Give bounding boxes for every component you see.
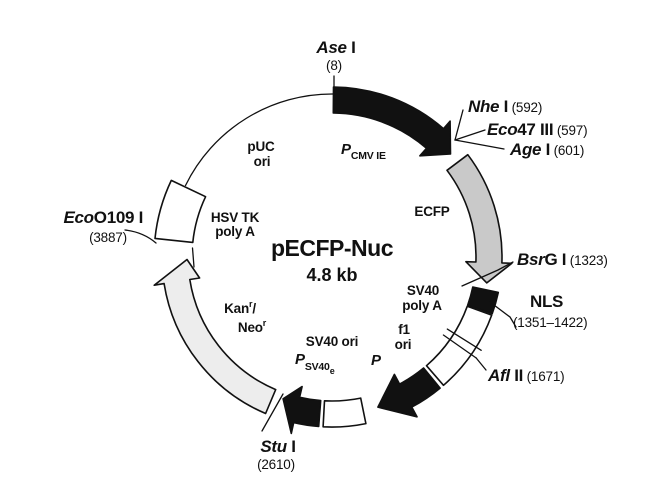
afl2-tick-line-2	[442, 334, 477, 359]
ase1-site-position: (8)	[326, 58, 342, 73]
bsrg1-leader-line	[461, 261, 514, 287]
sv40-polya-label-line2: poly A	[402, 298, 442, 313]
kan-neo-label-line1: Kanr/	[224, 299, 256, 316]
p-promoter-label: P	[371, 352, 382, 369]
psv40e-promoter-arrow	[282, 385, 322, 435]
eco47-leader-line	[454, 129, 486, 141]
kan-neo-gene-arrow	[153, 258, 277, 415]
age1-site-label: Age I (601)	[509, 140, 584, 159]
pcmv-promoter-label: PCMV IE	[341, 141, 386, 162]
nls-leader-line	[489, 301, 517, 328]
eco47-site-label: Eco47 III (597)	[487, 120, 587, 139]
eco0109-site-label: EcoO109 I	[63, 208, 143, 227]
sv40-ori-label: SV40 ori	[306, 334, 358, 349]
p-promoter-arrow	[377, 367, 441, 418]
map-title: pECFP-Nuc	[271, 235, 394, 261]
hsvtk-polya-label-line1: HSV TK	[211, 210, 260, 225]
afl2-tick-line-1	[446, 328, 482, 351]
hsvtk-polya-box	[154, 179, 207, 244]
map-size: 4.8 kb	[306, 265, 357, 285]
nhe1-site-label: Nhe I (592)	[468, 97, 542, 116]
nhe1-leader-line	[454, 109, 464, 141]
sv40-polya-label-line1: SV40	[407, 283, 439, 298]
afl2-leader-line	[475, 357, 487, 371]
pcmv-promoter-arrow	[332, 86, 452, 157]
f1-ori-label-line1: f1	[398, 322, 410, 337]
hsvtk-polya-label-line2: poly A	[215, 224, 255, 239]
age1-leader-line	[454, 139, 505, 150]
ecfp-gene-arrow	[446, 153, 513, 284]
ecfp-gene-label: ECFP	[414, 204, 449, 219]
eco0109-site-position: (3887)	[89, 230, 127, 245]
f1-ori-label-line2: ori	[395, 337, 412, 352]
kan-hsvtk-connector-line	[191, 247, 195, 268]
psv40e-promoter-label: PSV40e	[295, 351, 335, 376]
kan-neo-label-line2: Neor	[238, 318, 267, 335]
stu1-site-label: Stu I	[260, 437, 295, 456]
ase1-site-label: Ase I	[315, 38, 355, 57]
puc-ori-label-line1: pUC	[247, 139, 275, 154]
stu1-leader-line	[261, 393, 284, 432]
nls-label: NLS	[530, 292, 563, 311]
afl2-site-label: Afl II (1671)	[487, 366, 564, 385]
nls-segment	[466, 286, 500, 315]
puc-ori-label-line2: ori	[254, 154, 271, 169]
backbone-circle-arc	[184, 93, 335, 187]
bsrg1-site-label: BsrG I (1323)	[517, 250, 608, 269]
sv40-ori-box	[322, 397, 367, 428]
eco0109-leader-line	[124, 229, 157, 244]
stu1-site-position: (2610)	[257, 457, 295, 472]
nls-position: (1351–1422)	[513, 315, 587, 330]
